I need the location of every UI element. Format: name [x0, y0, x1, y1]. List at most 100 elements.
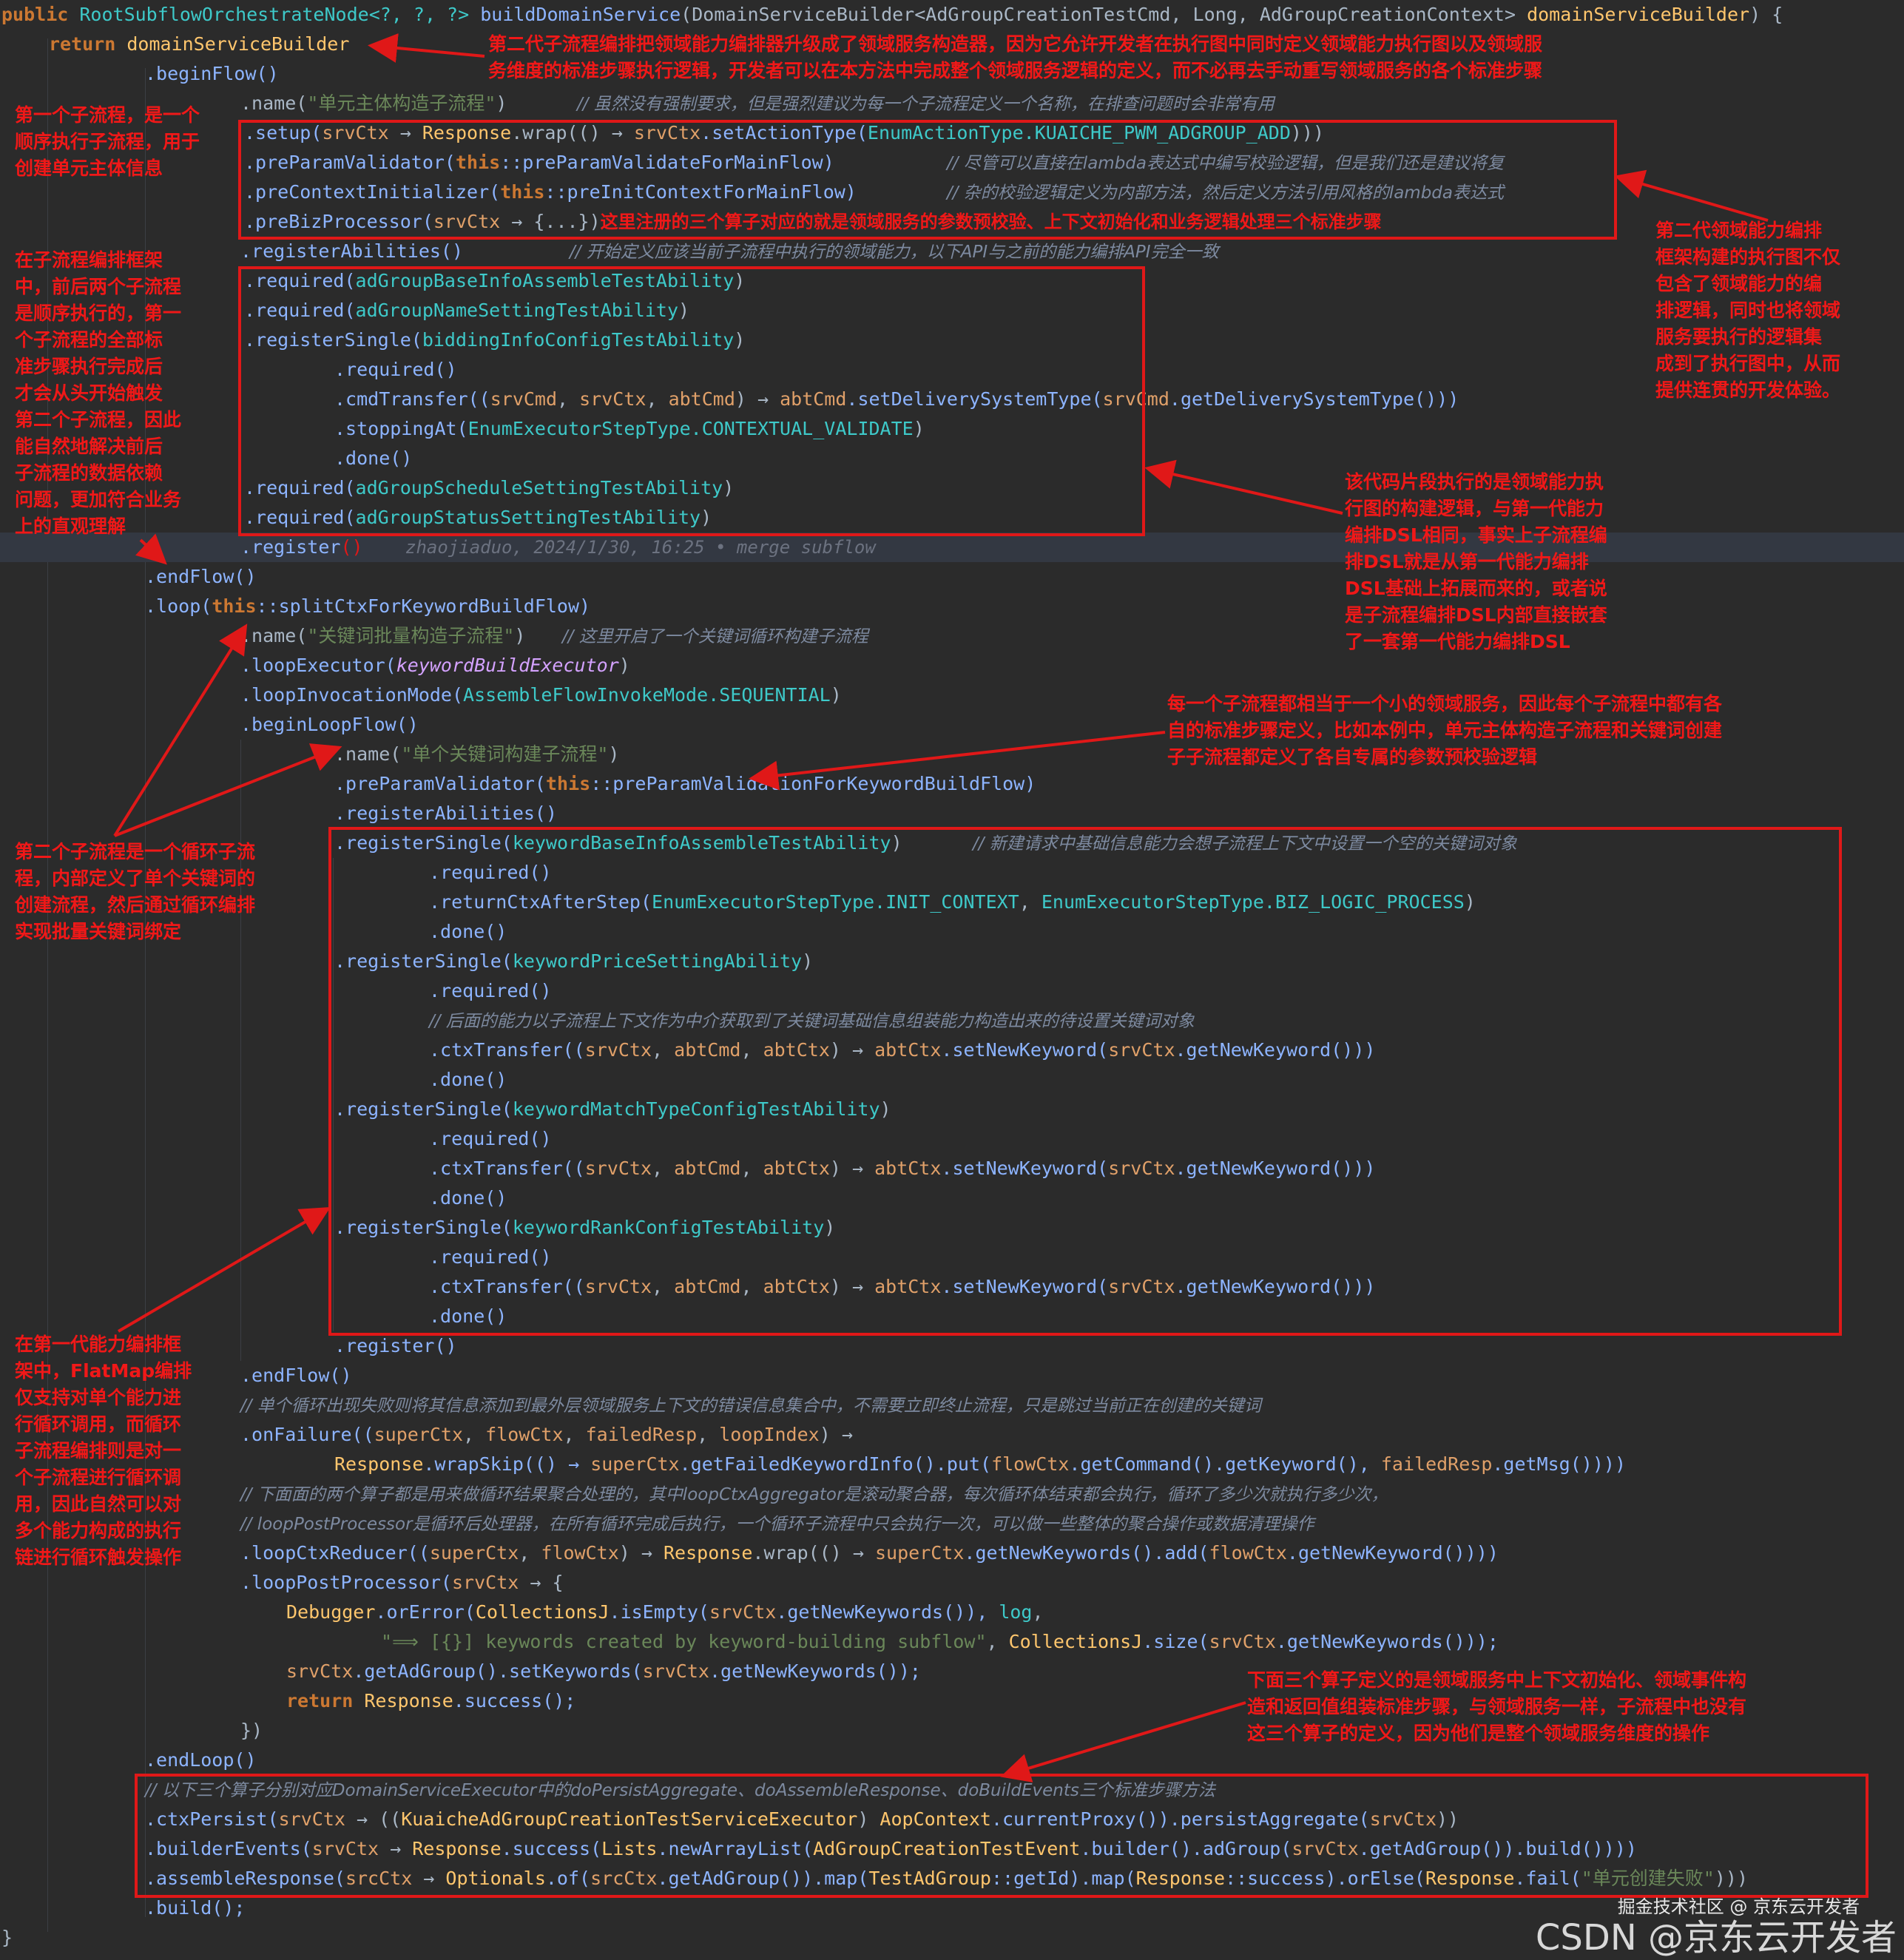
code-line[interactable]: .loopPostProcessor(srvCtx → { — [240, 1568, 564, 1598]
code-line[interactable]: .register() — [240, 533, 363, 562]
code-token: this — [212, 595, 257, 617]
code-token: → { — [519, 1572, 564, 1593]
code-line[interactable]: .setup(srvCtx → Response.wrap(() → srvCt… — [244, 118, 1324, 148]
code-line[interactable]: // 单个循环出现失败则将其信息添加到最外层领域服务上下文的错误信息集合中，不需… — [240, 1390, 1261, 1420]
code-line[interactable]: .registerSingle(keywordBaseInfoAssembleT… — [334, 828, 902, 858]
code-line[interactable]: .done() — [429, 1302, 507, 1331]
code-line[interactable]: .ctxTransfer((srvCtx, abtCmd, abtCtx) → … — [429, 1154, 1375, 1183]
arrow — [1614, 169, 1769, 222]
annotation-line: 个子流程的全部标 — [15, 329, 163, 351]
code-line[interactable]: .registerSingle(keywordMatchTypeConfigTe… — [334, 1095, 891, 1124]
code-line[interactable]: "⟹ [{}] keywords created by keyword-buil… — [381, 1627, 1499, 1657]
code-token: this — [500, 181, 545, 203]
code-line[interactable]: .endLoop() — [145, 1746, 257, 1775]
code-line[interactable]: .preParamValidator(this::preParamValidat… — [244, 148, 834, 178]
code-line[interactable]: .name("关键词批量构造子流程") — [240, 621, 525, 651]
code-line[interactable]: .name("单个关键词构建子流程") — [334, 740, 619, 769]
code-line[interactable]: .ctxTransfer((srvCtx, abtCmd, abtCtx) → … — [429, 1272, 1375, 1302]
code-token: srvCtx — [451, 1572, 519, 1593]
code-line[interactable]: return domainServiceBuilder — [49, 30, 349, 59]
code-line[interactable]: .required(adGroupNameSettingTestAbility) — [244, 296, 689, 325]
code-line[interactable]: .endFlow() — [145, 562, 257, 592]
code-line[interactable]: // 以下三个算子分别对应DomainServiceExecutor中的doPe… — [145, 1775, 1215, 1805]
annotation-line: 这三个算子的定义，因为他们是整个领域服务维度的操作 — [1247, 1723, 1710, 1744]
code-line[interactable]: .done() — [429, 917, 507, 947]
code-comment: // 新建请求中基础信息能力会想子流程上下文中设置一个空的关键词对象 — [973, 834, 1517, 854]
code-line[interactable]: .required(adGroupBaseInfoAssembleTestAbi… — [244, 266, 745, 296]
code-token: ) — [618, 655, 630, 676]
code-line[interactable]: .preBizProcessor(srvCtx → {...})这里注册的三个算… — [244, 207, 1382, 237]
code-line[interactable]: .required(adGroupStatusSettingTestAbilit… — [244, 503, 712, 533]
highlight-box-keyword-abilities — [328, 827, 1842, 1336]
code-token: EnumExecutorStepType.BIZ_LOGIC_PROCESS — [1041, 891, 1465, 913]
code-line[interactable]: .done() — [334, 444, 412, 473]
code-line[interactable]: .registerAbilities() — [334, 799, 557, 828]
code-line[interactable]: .loopInvocationMode(AssembleFlowInvokeMo… — [240, 680, 842, 710]
code-line[interactable]: .done() — [429, 1183, 507, 1213]
code-line[interactable]: .register() — [334, 1331, 457, 1361]
code-line[interactable]: .required() — [334, 355, 457, 385]
code-token: .name( — [240, 625, 308, 646]
code-line[interactable]: return Response.success(); — [286, 1686, 575, 1716]
annotation-line: 上的直观理解 — [15, 516, 126, 537]
code-line[interactable]: .done() — [429, 1065, 507, 1095]
code-line[interactable]: public RootSubflowOrchestrateNode<?, ?, … — [1, 0, 1783, 30]
code-line[interactable]: // 尽管可以直接在lambda表达式中编写校验逻辑，但是我们还是建议将复 — [947, 148, 1504, 178]
code-line[interactable]: } — [1, 1923, 13, 1953]
code-line[interactable]: .cmdTransfer((srvCmd, srvCtx, abtCmd) → … — [334, 385, 1459, 414]
code-line[interactable]: .loopExecutor(keywordBuildExecutor) — [240, 651, 630, 680]
code-token: .build(); — [145, 1897, 246, 1919]
code-line[interactable]: // 后面的能力以子流程上下文作为中介获取到了关键词基础信息组装能力构造出来的待… — [429, 1006, 1195, 1035]
code-token: ) — [824, 1217, 836, 1238]
code-line[interactable]: .registerSingle(biddingInfoConfigTestAbi… — [244, 325, 745, 355]
code-line[interactable]: }) — [240, 1716, 263, 1746]
code-line[interactable]: .beginLoopFlow() — [240, 710, 419, 740]
code-line[interactable]: .required() — [429, 976, 552, 1006]
code-token: ) → — [829, 1158, 875, 1179]
code-line[interactable]: // 这里开启了一个关键词循环构建子流程 — [562, 621, 868, 651]
code-line[interactable]: // 虽然没有强制要求，但是强烈建议为每一个子流程定义一个名称，在排查问题时会非… — [577, 89, 1275, 118]
code-line[interactable]: .loop(this::splitCtxForKeywordBuildFlow) — [145, 592, 590, 621]
code-line[interactable]: // 开始定义应该当前子流程中执行的领域能力，以下API与之前的能力编排API完… — [570, 237, 1219, 266]
code-line[interactable]: .beginFlow() — [145, 59, 279, 89]
code-token: , — [1019, 891, 1042, 913]
code-line[interactable]: // loopPostProcessor是循环后处理器，在所有循环完成后执行，一… — [240, 1509, 1314, 1538]
current-line[interactable] — [0, 533, 1904, 562]
code-line[interactable]: .preParamValidator(this::preParamValidat… — [334, 769, 1036, 799]
code-line[interactable]: .registerAbilities() — [240, 237, 463, 266]
code-comment: // 虽然没有强制要求，但是强烈建议为每一个子流程定义一个名称，在排查问题时会非… — [577, 95, 1275, 114]
code-line[interactable]: .required() — [429, 858, 552, 888]
code-line[interactable]: .name("单元主体构造子流程") — [240, 89, 507, 118]
annotation-line: 行图的构建逻辑，与第一代能力 — [1345, 498, 1604, 519]
annotation-line: 子流程的数据依赖 — [15, 462, 163, 484]
code-line[interactable]: Debugger.orError(CollectionsJ.isEmpty(sr… — [286, 1598, 1044, 1627]
code-token: return — [286, 1690, 365, 1711]
code-token: ) — [723, 477, 735, 499]
code-token: ::splitCtxForKeywordBuildFlow) — [256, 595, 591, 617]
code-line[interactable]: .builderEvents(srvCtx → Response.success… — [145, 1834, 1637, 1864]
code-line[interactable]: srvCtx.getAdGroup().setKeywords(srvCtx.g… — [286, 1657, 921, 1686]
code-line[interactable]: // 新建请求中基础信息能力会想子流程上下文中设置一个空的关键词对象 — [973, 828, 1517, 858]
code-line[interactable]: // 下面面的两个算子都是用来做循环结果聚合处理的，其中loopCtxAggre… — [240, 1479, 1388, 1509]
code-line[interactable]: .onFailure((superCtx, flowCtx, failedRes… — [240, 1420, 853, 1450]
code-line[interactable]: .registerSingle(keywordPriceSettingAbili… — [334, 947, 813, 976]
code-line[interactable]: .registerSingle(keywordRankConfigTestAbi… — [334, 1213, 835, 1243]
code-line[interactable]: .preContextInitializer(this::preInitCont… — [244, 178, 857, 207]
code-line[interactable]: .required() — [429, 1124, 552, 1154]
code-line[interactable]: .ctxPersist(srvCtx → ((KuaicheAdGroupCre… — [145, 1805, 1459, 1834]
code-line[interactable]: .returnCtxAfterStep(EnumExecutorStepType… — [429, 888, 1476, 917]
code-line[interactable]: .ctxTransfer((srvCtx, abtCmd, abtCtx) → … — [429, 1035, 1375, 1065]
annotation-line: 架中，FlatMap编排 — [15, 1360, 192, 1382]
code-line[interactable]: .required() — [429, 1243, 552, 1272]
code-line[interactable]: // 杂的校验逻辑定义为内部方法，然后定义方法引用风格的lambda表达式 — [947, 178, 1504, 207]
code-line[interactable]: .required(adGroupScheduleSettingTestAbil… — [244, 473, 734, 503]
code-line[interactable]: .assembleResponse(srcCtx → Optionals.of(… — [145, 1864, 1748, 1893]
code-line[interactable]: .stoppingAt(EnumExecutorStepType.CONTEXT… — [334, 414, 925, 444]
code-line[interactable]: .build(); — [145, 1893, 245, 1923]
annotation-domain-service-builder: 第二代子流程编排把领域能力编排器升级成了领域服务构造器，因为它允许开发者在执行图… — [488, 31, 1775, 84]
code-line[interactable]: Response.wrapSkip(() → superCtx.getFaile… — [334, 1450, 1626, 1479]
code-token: .ctxPersist( — [145, 1808, 279, 1830]
code-line[interactable]: .endFlow() — [240, 1361, 352, 1390]
code-line[interactable]: .loopCtxReducer((superCtx, flowCtx) → Re… — [240, 1538, 1499, 1568]
code-token: .done() — [429, 1305, 507, 1327]
